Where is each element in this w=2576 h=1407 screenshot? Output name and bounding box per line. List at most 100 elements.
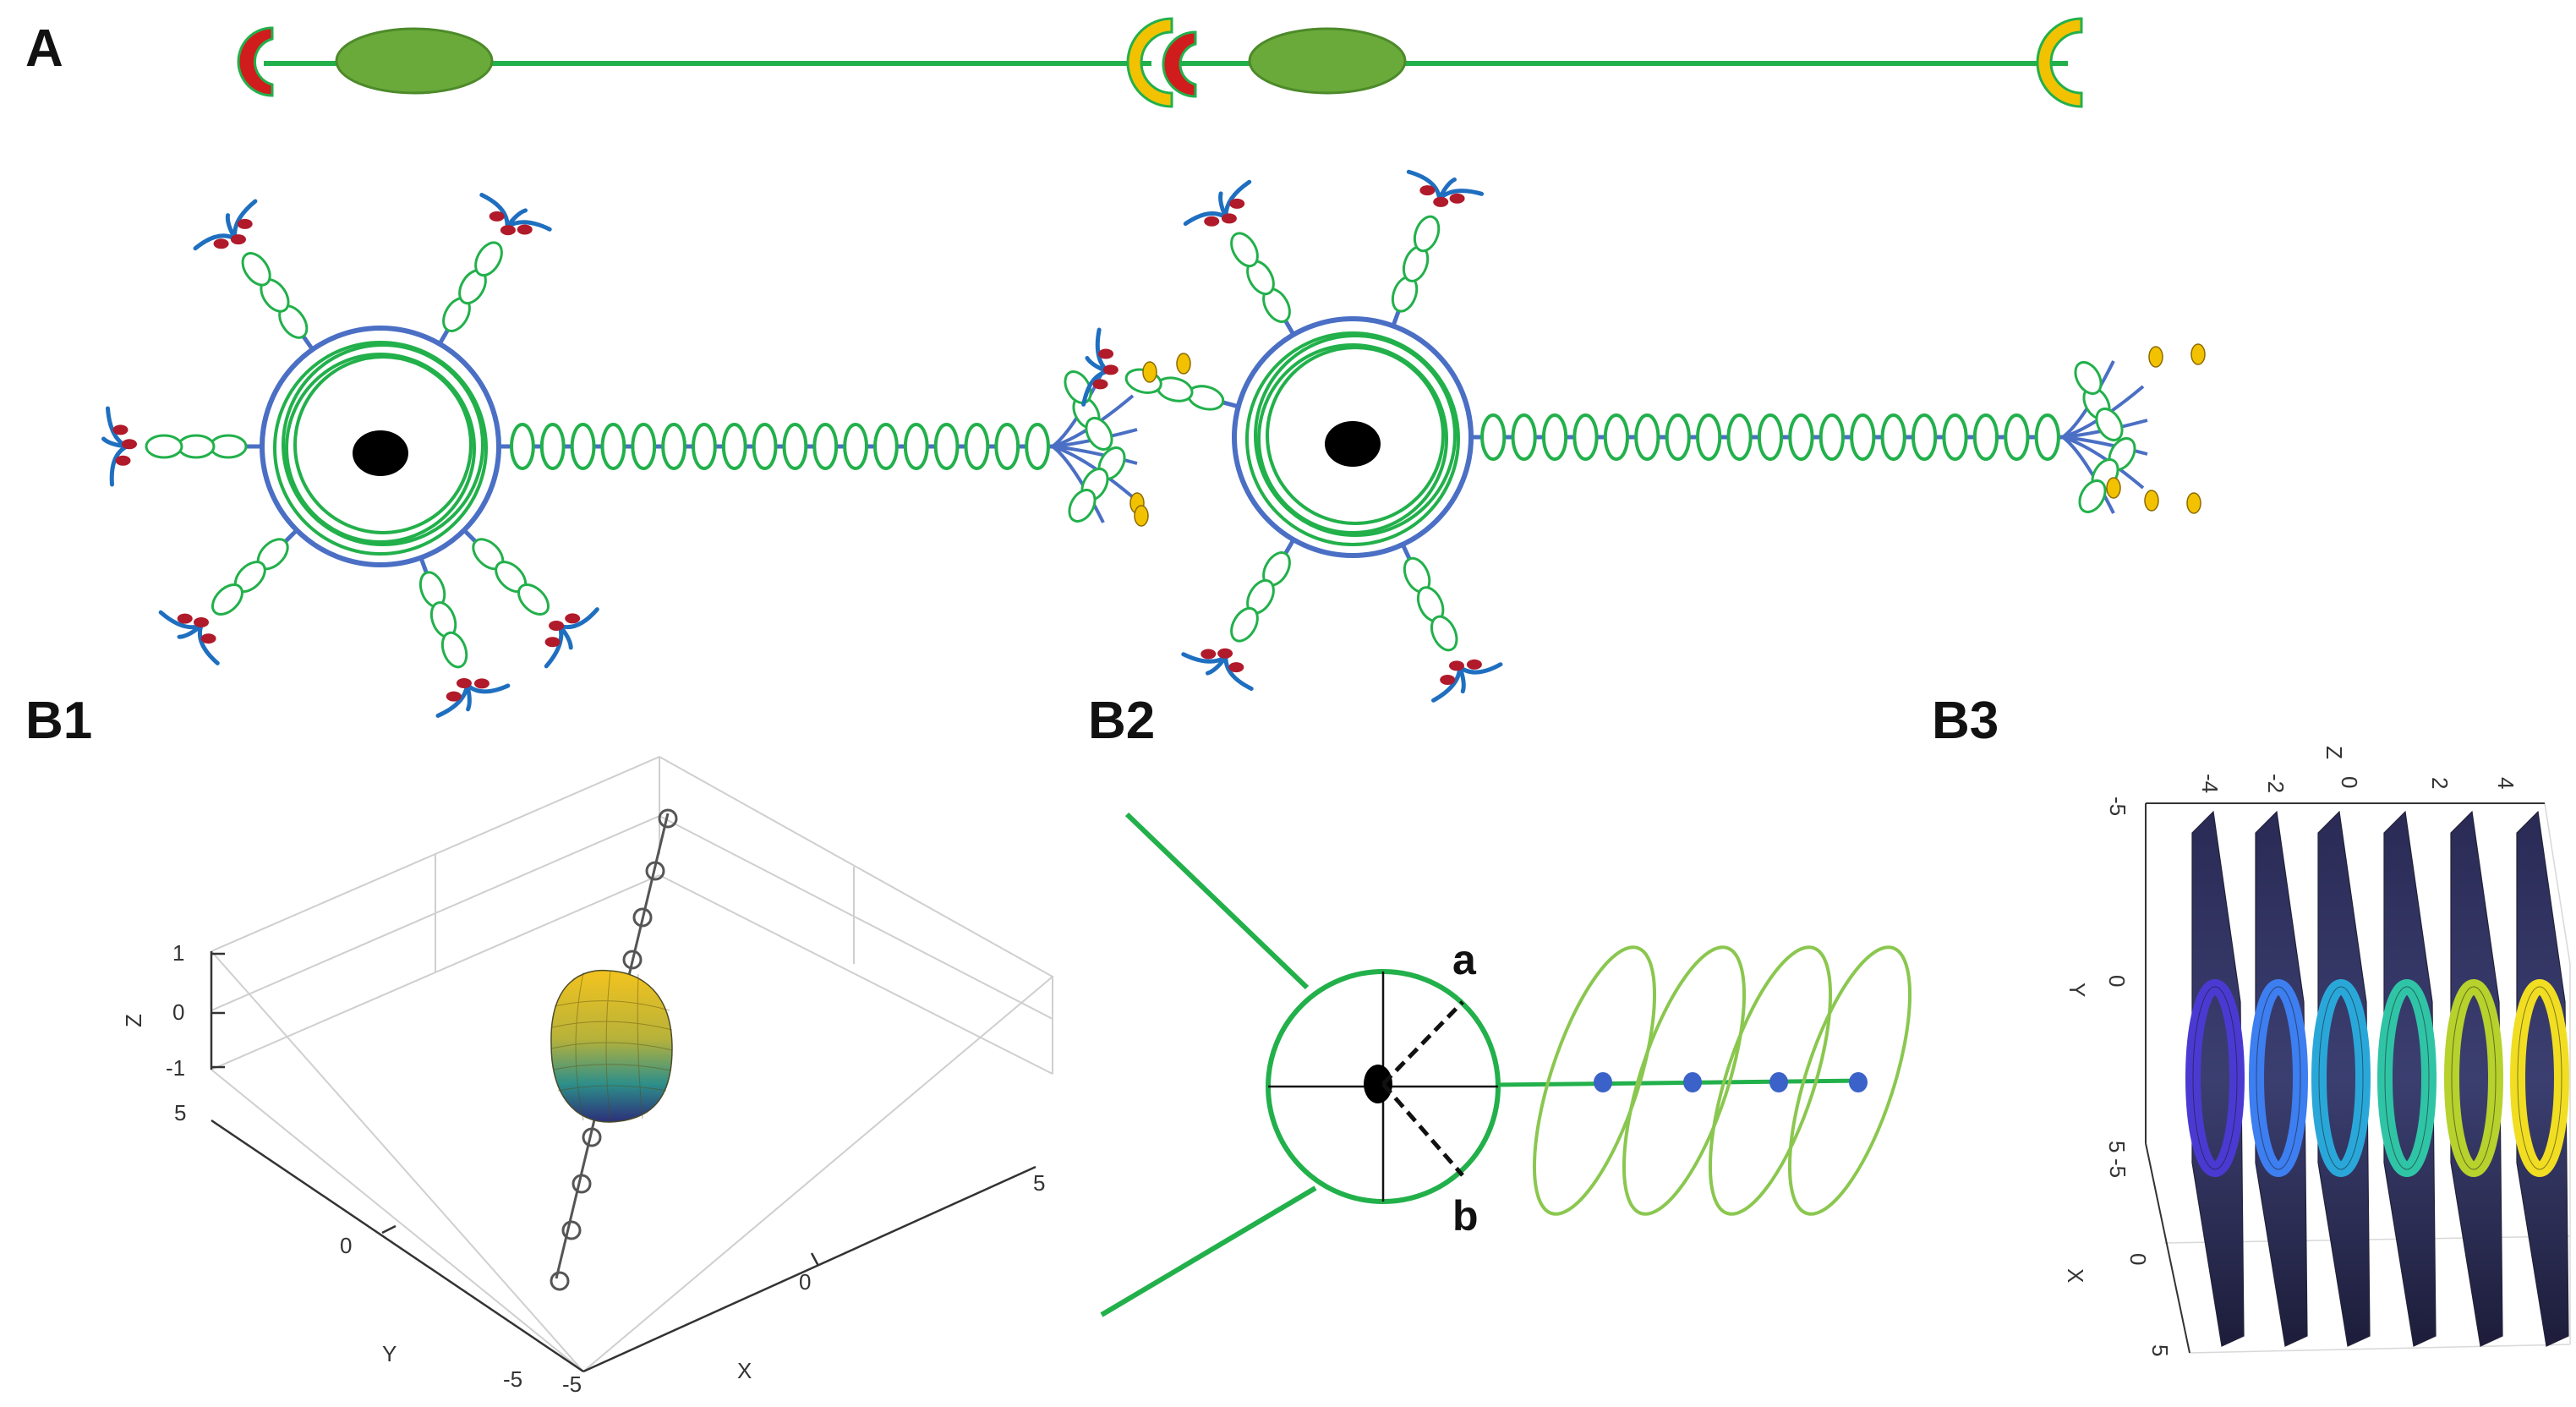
terminal-bouton	[2148, 346, 2163, 368]
detailed-neuron-1	[101, 193, 1138, 718]
b3-z-tick-neg2: -2	[2263, 774, 2289, 793]
dendrite-branch	[177, 623, 204, 639]
simple-neuron-chain	[237, 17, 2083, 108]
b3-sheet	[2317, 810, 2371, 1347]
b3-3d-plot: Z -4 -2 0 2 4 -5 Y 0 5 -5 0 X 5	[2063, 746, 2571, 1356]
axon-myelin	[1665, 413, 1691, 461]
receptor	[549, 620, 565, 631]
dendrite-myelin	[241, 252, 271, 287]
terminal-myelin	[1068, 489, 1097, 523]
receptor	[565, 613, 581, 624]
soma-2	[1248, 27, 1407, 95]
dendrite-myelin	[474, 241, 503, 277]
axon-myelin	[1572, 413, 1599, 461]
dendrite-branch	[1458, 665, 1466, 694]
b2-node-dot	[1849, 1072, 1868, 1092]
panel-a-label: A	[25, 19, 63, 78]
synapse-red-2	[1162, 30, 1197, 98]
axon-myelin	[873, 423, 899, 470]
axon-myelin	[1480, 413, 1507, 461]
dendrite-branch	[1223, 654, 1254, 691]
b3-z-tick-0: 0	[2337, 776, 2362, 788]
receptor	[230, 234, 246, 245]
axon-myelin	[1850, 413, 1876, 461]
soma-1	[335, 27, 494, 95]
dendrite-branch	[197, 623, 220, 665]
b2-node-dot	[1683, 1072, 1702, 1092]
terminal-myelin	[1085, 417, 1113, 451]
axon-myelin	[1603, 413, 1630, 461]
b3-y-title: Y	[2065, 983, 2090, 997]
axon-myelin	[1541, 413, 1568, 461]
axon-myelin	[721, 423, 747, 470]
b1-soma-capsule	[550, 969, 673, 1123]
receptor	[1221, 213, 1237, 224]
b3-ring-edge	[2192, 986, 2238, 1170]
dendrite-myelin	[1413, 215, 1441, 253]
receptor	[1440, 674, 1456, 685]
detailed-neuron-2	[1081, 169, 2206, 703]
panel-b3-label: B3	[1932, 692, 1999, 750]
terminal-branch	[2061, 360, 2115, 439]
receptor	[456, 678, 472, 689]
b1-x-tick-5: 5	[1033, 1170, 1045, 1196]
b3-ring-edge	[2451, 986, 2497, 1170]
b3-x-tick-5: 5	[2147, 1344, 2173, 1356]
axon-myelin	[1880, 413, 1906, 461]
receptor	[1200, 649, 1217, 660]
b1-box-wireframe	[211, 755, 1054, 1373]
b3-ring-edge	[2384, 986, 2430, 1170]
dendrite-branch	[505, 208, 528, 229]
b2-radius-b	[1381, 1082, 1464, 1177]
dendrite-branch	[465, 682, 472, 712]
receptor	[544, 637, 561, 648]
receptor	[1092, 379, 1108, 390]
axon-myelin	[539, 423, 566, 470]
terminal-branch	[2061, 435, 2115, 514]
b2-dendrite-lower	[1100, 1185, 1317, 1317]
b3-z-title: Z	[2322, 746, 2347, 759]
b2-myelin-oval	[1532, 945, 1657, 1216]
axon-myelin	[1972, 413, 1999, 461]
b2-myelin-oval	[1787, 945, 1912, 1216]
terminal-branch	[1051, 445, 1105, 523]
axon-myelin	[964, 423, 990, 470]
dendrite-myelin	[1230, 606, 1259, 643]
b1-y-tick-5: 5	[174, 1100, 186, 1125]
b1-x-tick-0: 0	[799, 1269, 811, 1295]
axon-myelin	[1911, 413, 1938, 461]
axon-myelin	[1511, 413, 1537, 461]
receptor	[115, 455, 131, 466]
receptor	[112, 424, 129, 435]
soma-myelin-ring	[1245, 331, 1460, 546]
b3-sheets	[2185, 810, 2569, 1347]
b2-myelin-oval	[1622, 945, 1747, 1216]
soma-myelin-ring	[285, 353, 476, 544]
receptor	[122, 439, 137, 450]
axon-myelin	[1757, 413, 1784, 461]
b3-y-tick-0: 0	[2104, 975, 2130, 987]
axon-myelin	[1634, 413, 1660, 461]
synapse-yellow-2	[2036, 17, 2083, 108]
b2-soma-schematic: a b	[1100, 812, 1912, 1317]
axon-myelin	[1788, 413, 1814, 461]
receptor	[200, 633, 216, 644]
receptor	[1098, 348, 1114, 359]
dendrite-myelin	[177, 434, 216, 459]
b3-sheet	[2255, 810, 2308, 1347]
b3-z-tick-2: 2	[2427, 777, 2453, 789]
receptor	[213, 238, 229, 249]
panel-b2-label: B2	[1088, 692, 1155, 750]
b1-z-tick-0: 0	[172, 999, 184, 1025]
axon-myelin	[2034, 413, 2060, 461]
terminal-branch	[2062, 435, 2145, 490]
receptor	[1228, 662, 1244, 673]
axon-myelin	[1025, 423, 1050, 470]
receptor	[1419, 185, 1436, 196]
b3-ring-edge	[2256, 986, 2301, 1170]
b3-sheet	[2516, 810, 2569, 1347]
receptor	[1466, 659, 1482, 670]
b1-y-title: Y	[382, 1341, 397, 1366]
receptor	[500, 225, 516, 236]
